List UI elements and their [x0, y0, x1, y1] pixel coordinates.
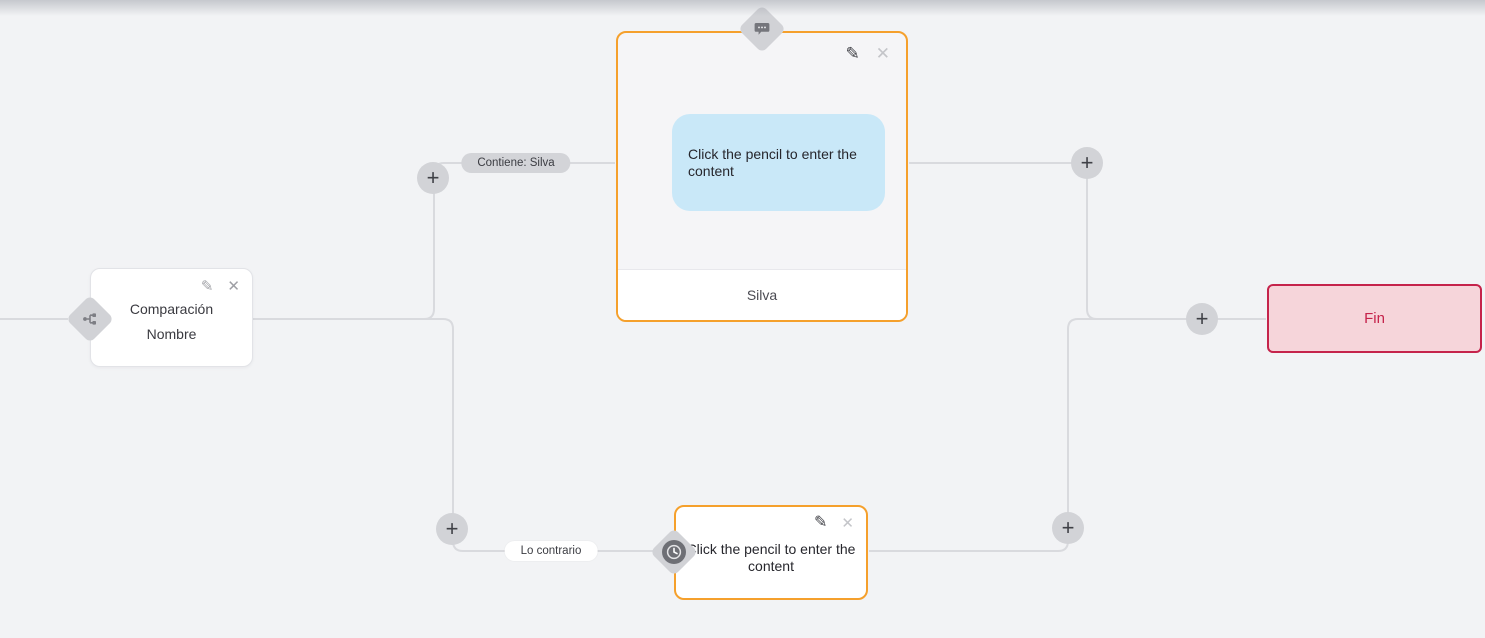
message-output-row[interactable]: Silva [618, 269, 906, 320]
close-icon[interactable]: ✕ [875, 44, 890, 63]
add-button-bottom-branch-end[interactable]: + [1052, 512, 1084, 544]
end-node[interactable]: Fin [1267, 284, 1482, 353]
message-bubble: Click the pencil to enter the content [672, 114, 885, 211]
edge-action-to-end [869, 318, 1266, 552]
edit-icon[interactable]: ✎ [200, 278, 214, 295]
action-node-text: Click the pencil to enter the content [686, 541, 856, 575]
message-node[interactable]: ✎ ✕ Click the pencil to enter the conten… [616, 31, 908, 322]
clock-icon [657, 535, 691, 569]
edge-label-contains[interactable]: Contiene: Silva [461, 153, 571, 173]
add-button-top-branch-start[interactable]: + [417, 162, 449, 194]
action-node-port[interactable] [649, 527, 699, 577]
add-button-before-end[interactable]: + [1186, 303, 1218, 335]
condition-node-port[interactable] [65, 294, 115, 344]
edge-message-to-end [909, 162, 1266, 320]
condition-title-line1: Comparación [129, 301, 214, 317]
add-button-top-branch-end[interactable]: + [1071, 147, 1103, 179]
condition-title-line2: Nombre [146, 326, 197, 342]
close-icon[interactable]: ✕ [841, 514, 854, 532]
message-output-label: Silva [746, 287, 778, 303]
edge-condition-to-action [253, 318, 672, 552]
message-node-port[interactable] [737, 4, 787, 54]
add-button-bottom-branch-start[interactable]: + [436, 513, 468, 545]
action-node[interactable]: ✎ ✕ Click the pencil to enter the conten… [674, 505, 868, 600]
end-node-label: Fin [1364, 310, 1385, 327]
message-bubble-text: Click the pencil to enter the content [688, 145, 857, 179]
condition-node-title: Comparación Nombre [91, 297, 252, 347]
condition-node[interactable]: ✎ ✕ Comparación Nombre [90, 268, 253, 367]
edge-label-otherwise[interactable]: Lo contrario [504, 541, 598, 561]
chat-icon [745, 12, 779, 46]
edit-icon[interactable]: ✎ [845, 44, 860, 63]
close-icon[interactable]: ✕ [227, 278, 240, 295]
edit-icon[interactable]: ✎ [814, 514, 828, 531]
branch-icon [73, 302, 107, 336]
